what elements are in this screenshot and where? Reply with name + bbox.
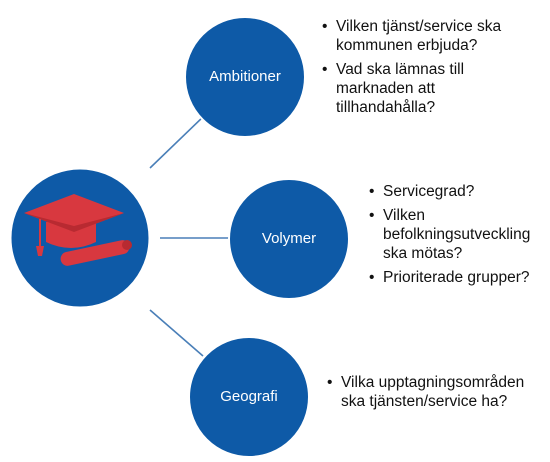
node-geografi: Geografi xyxy=(188,336,310,458)
volymer-bullet: Prioriterade grupper? xyxy=(369,268,547,287)
ambitioner-bullet: Vilken tjänst/service ska kommunen erbju… xyxy=(322,17,537,55)
ambitioner-label: Ambitioner xyxy=(209,68,281,85)
node-volymer: Volymer xyxy=(228,178,350,300)
geografi-bullet: Vilka upptagningsområden ska tjänsten/se… xyxy=(327,373,537,411)
ambitioner-bullet: Vad ska lämnas till marknaden att tillha… xyxy=(322,60,537,117)
geografi-bullet-list: Vilka upptagningsområden ska tjänsten/se… xyxy=(327,373,537,416)
volymer-bullet: Vilken befolkningsutveckling ska mötas? xyxy=(369,206,547,263)
volymer-circle xyxy=(228,178,350,300)
center-node xyxy=(8,166,152,310)
node-ambitioner: Ambitioner xyxy=(184,16,306,138)
ambitioner-circle xyxy=(184,16,306,138)
volymer-bullet: Servicegrad? xyxy=(369,182,547,201)
ambitioner-bullet-list: Vilken tjänst/service ska kommunen erbju… xyxy=(322,17,537,122)
geografi-label: Geografi xyxy=(220,388,278,405)
connector-ambitioner xyxy=(149,114,206,169)
graduation-cap-diploma-icon xyxy=(24,194,132,266)
volymer-bullet-list: Servicegrad? Vilken befolkningsutvecklin… xyxy=(369,182,547,292)
connector-geografi xyxy=(149,309,204,357)
volymer-label: Volymer xyxy=(262,230,316,247)
geografi-circle xyxy=(188,336,310,458)
